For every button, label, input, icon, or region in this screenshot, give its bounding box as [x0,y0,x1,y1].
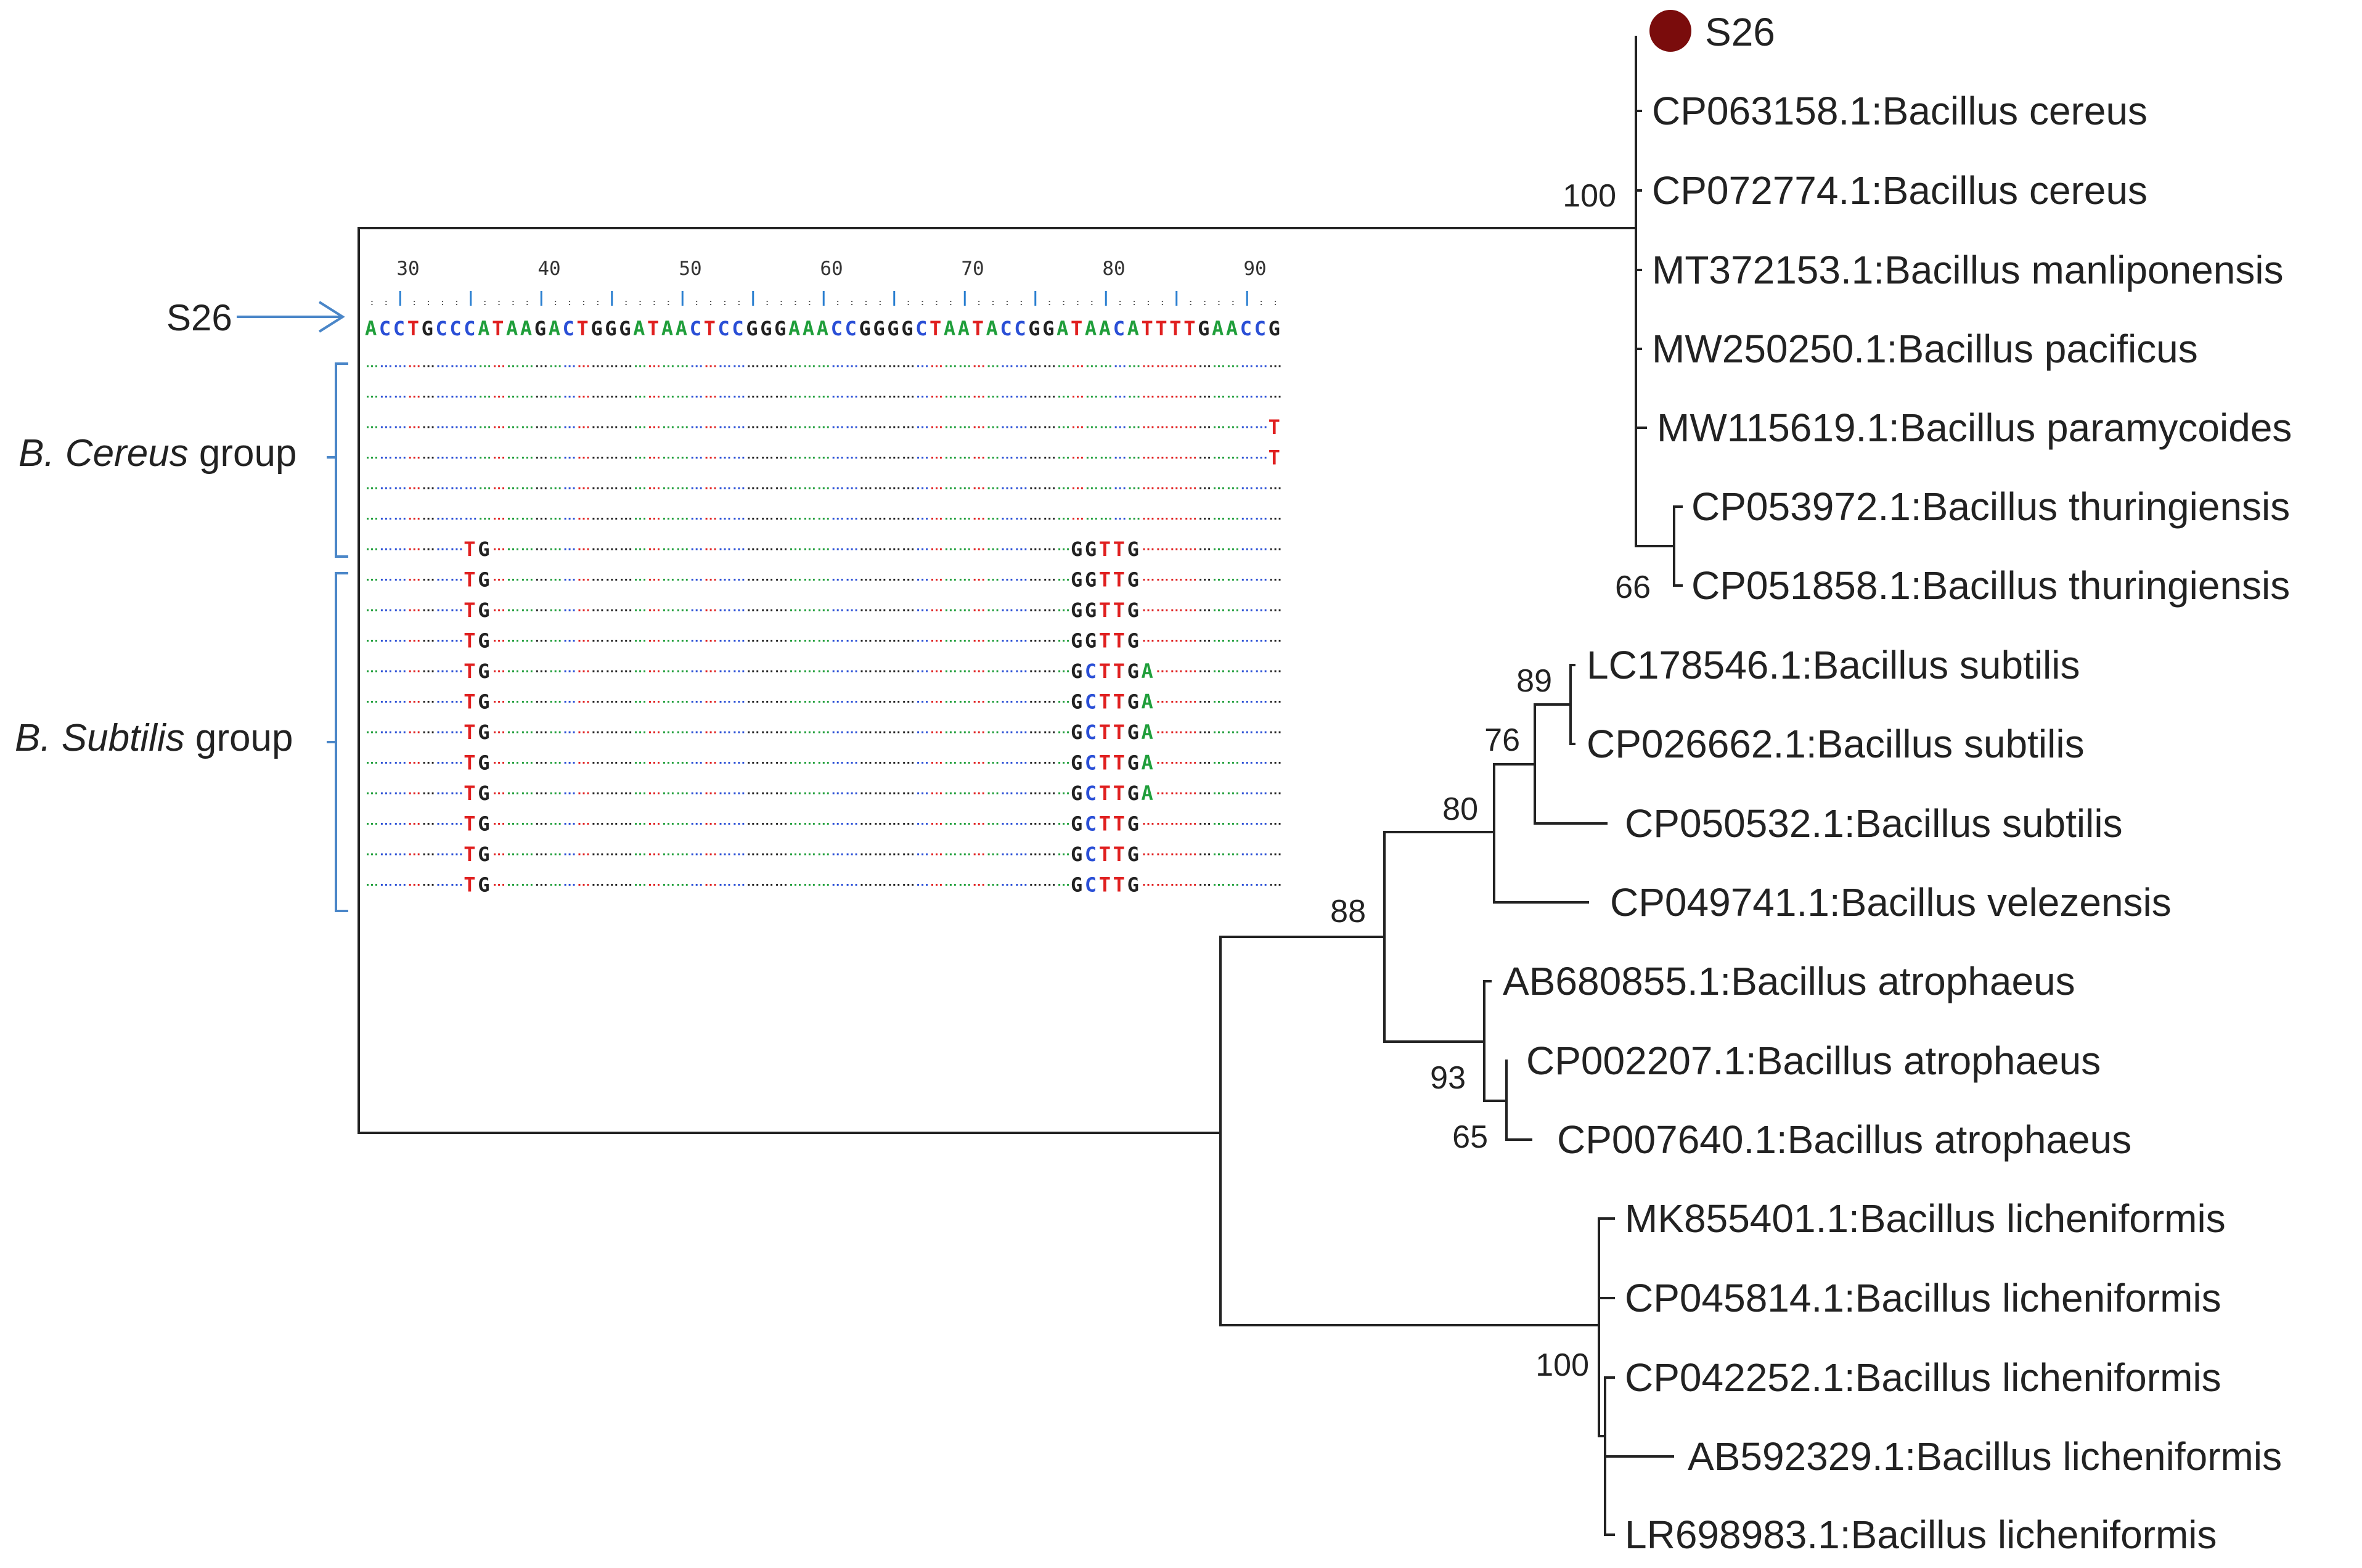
leaf-label: CP053972.1:Bacillus thuringiensis [1691,484,2290,529]
variant-bases: T [1269,415,1280,439]
ruler-tick-label: 70 [961,258,984,280]
variant-bases: T [1269,446,1280,470]
tree-branches [358,36,1675,1536]
query-label: S26 [166,297,232,338]
leaf-label: LC178546.1:Bacillus subtilis [1587,643,2080,687]
bootstrap-thuringiensis: 66 [1615,570,1651,605]
bootstrap-licheniformis: 100 [1535,1347,1589,1383]
subtilis-group-italic: B. Subtilis [15,717,185,759]
bootstrap-atrophaeus: 93 [1430,1060,1466,1096]
bootstrap-atrophaeus-pair: 65 [1452,1119,1488,1155]
leaf-label: AB592329.1:Bacillus licheniformis [1688,1434,2282,1479]
leaf-label: CP050532.1:Bacillus subtilis [1625,801,2123,846]
leaf-label: MW115619.1:Bacillus paramycoides [1657,406,2292,450]
cereus-group-suffix: group [189,432,297,475]
cereus-group-italic: B. Cereus [18,432,189,475]
s26-marker-icon [1649,10,1691,52]
alignment-row: T [367,446,1280,470]
leaf-label: AB680855.1:Bacillus atrophaeus [1503,959,2075,1003]
bootstrap-cereus: 100 [1563,178,1616,214]
alignment-background [361,242,1286,915]
subtilis-group-label: B. Subtilis group [15,717,293,759]
subtilis-bracket [335,572,348,912]
leaf-label: MW250250.1:Bacillus pacificus [1652,327,2198,371]
cereus-group-label: B. Cereus group [18,432,296,475]
alignment-ruler: 30 40 50 60 70 80 90 [371,258,1277,306]
leaf-label: CP072774.1:Bacillus cereus [1652,168,2147,213]
query-arrow-icon [237,301,345,333]
leaf-label: CP063158.1:Bacillus cereus [1652,89,2147,133]
leaf-label: S26 [1705,10,1775,54]
leaf-label: CP049741.1:Bacillus velezensis [1610,880,2172,925]
subtilis-group-suffix: group [185,717,293,759]
leaf-label: CP051858.1:Bacillus thuringiensis [1691,563,2290,608]
cereus-bracket [335,362,348,558]
alignment-row: T [367,415,1280,439]
leaf-label: CP042252.1:Bacillus licheniformis [1625,1355,2221,1400]
ruler-tick-label: 40 [537,258,560,280]
bootstrap-subtilis-velezensis: 80 [1442,791,1478,827]
leaf-label: LR698983.1:Bacillus licheniformis [1625,1513,2217,1557]
ruler-tick-label: 30 [396,258,419,280]
group-brackets [327,362,348,912]
bootstrap-values: 100 66 89 76 80 88 93 65 100 [1330,178,1651,1383]
leaf-label: MK855401.1:Bacillus licheniformis [1625,1196,2226,1241]
leaf-label: CP045814.1:Bacillus licheniformis [1625,1276,2221,1320]
leaf-label: CP007640.1:Bacillus atrophaeus [1557,1117,2131,1162]
ruler-tick-label: 80 [1102,258,1125,280]
leaf-label: CP026662.1:Bacillus subtilis [1587,722,2085,766]
leaf-label: CP002207.1:Bacillus atrophaeus [1526,1039,2101,1083]
bootstrap-subtilis-trio: 76 [1484,722,1520,758]
bootstrap-subtilis-atrophaeus: 88 [1330,894,1366,929]
bootstrap-subtilis-pair: 89 [1516,663,1552,699]
leaf-label: MT372153.1:Bacillus manliponensis [1652,248,2284,292]
ruler-tick-label: 50 [679,258,701,280]
ruler-tick-label: 60 [820,258,843,280]
ruler-tick-label: 90 [1243,258,1266,280]
